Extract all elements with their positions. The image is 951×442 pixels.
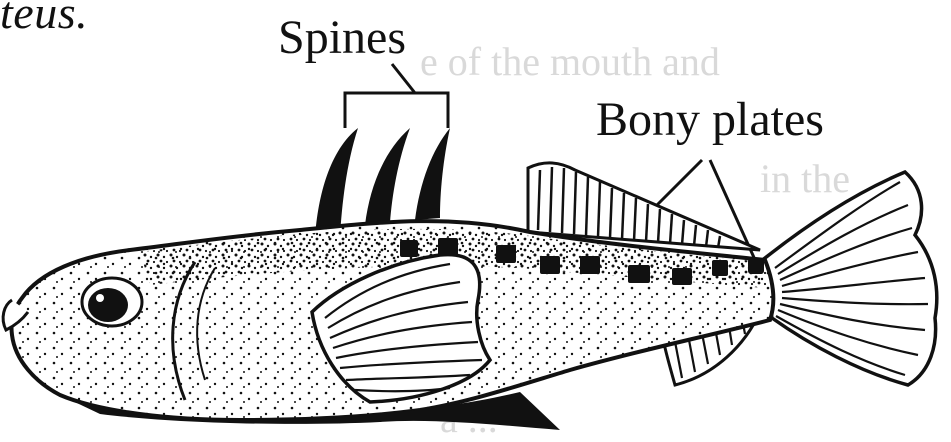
spine-2 xyxy=(365,128,410,225)
eye xyxy=(82,278,142,326)
label-bony-plates: Bony plates xyxy=(596,92,824,147)
spine-3 xyxy=(415,128,450,220)
caudal-fin xyxy=(760,172,937,385)
label-spines: Spines xyxy=(278,10,406,65)
spines-leader xyxy=(345,64,448,128)
spine-1 xyxy=(315,128,358,238)
